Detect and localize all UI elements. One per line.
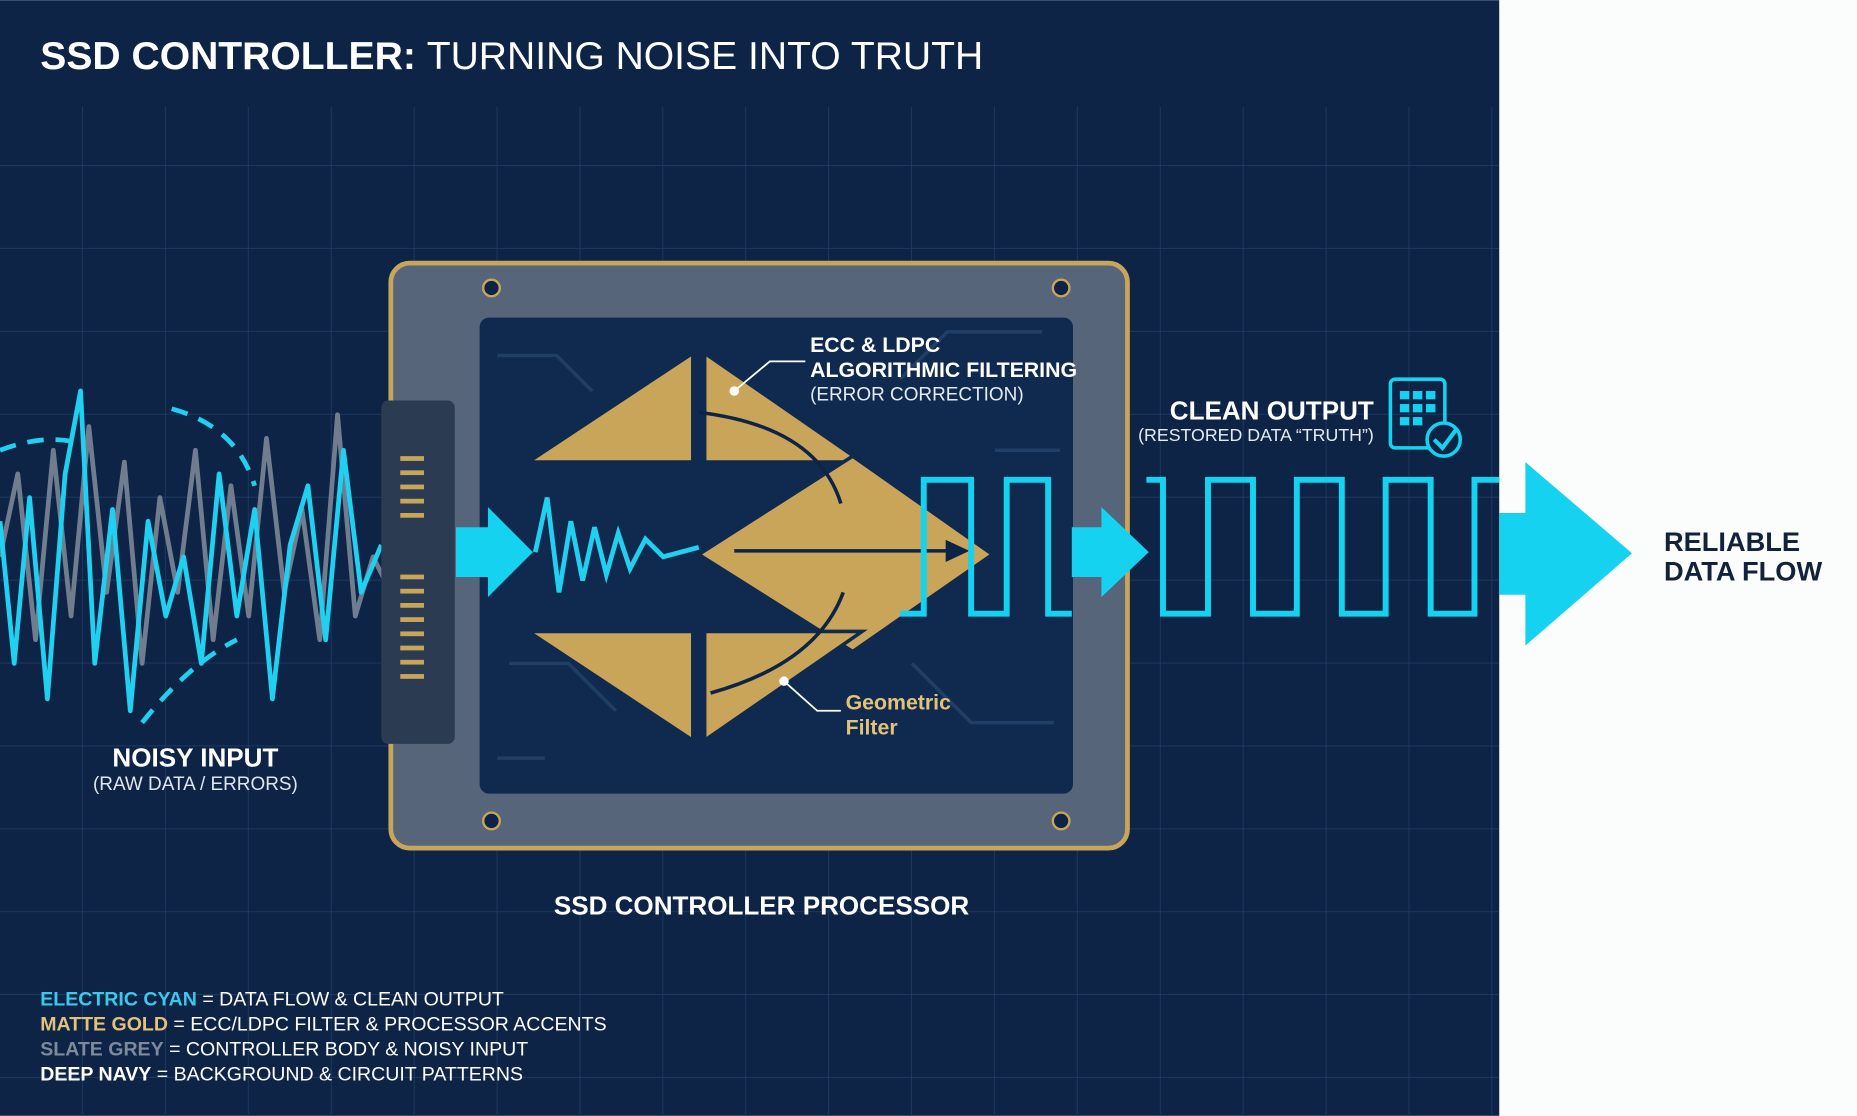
filtered-waveform bbox=[532, 497, 700, 593]
geometric-label-line1: Geometric bbox=[846, 691, 951, 715]
legend-key: DEEP NAVY bbox=[40, 1063, 151, 1085]
input-arrow bbox=[455, 507, 533, 598]
clean-output-label: CLEAN OUTPUT bbox=[1170, 395, 1374, 425]
geometric-filter bbox=[522, 349, 996, 744]
sata-connector bbox=[381, 400, 455, 744]
ecc-label-line3: (ERROR CORRECTION) bbox=[810, 384, 1024, 405]
legend-key: ELECTRIC CYAN bbox=[40, 989, 197, 1011]
legend-item: SLATE GREY = CONTROLLER BODY & NOISY INP… bbox=[40, 1038, 528, 1060]
legend-item: DEEP NAVY = BACKGROUND & CIRCUIT PATTERN… bbox=[40, 1063, 523, 1085]
color-legend: ELECTRIC CYAN = DATA FLOW & CLEAN OUTPUT… bbox=[40, 989, 606, 1086]
ecc-label-line2: ALGORITHMIC FILTERING bbox=[810, 358, 1077, 382]
noisy-input-sub: (RAW DATA / ERRORS) bbox=[93, 774, 298, 795]
legend-item: ELECTRIC CYAN = DATA FLOW & CLEAN OUTPUT bbox=[40, 989, 504, 1011]
legend-item: MATTE GOLD = ECC/LDPC FILTER & PROCESSOR… bbox=[40, 1014, 606, 1036]
legend-key: SLATE GREY bbox=[40, 1038, 163, 1060]
clean-square-wave bbox=[1146, 476, 1500, 617]
legend-desc: = DATA FLOW & CLEAN OUTPUT bbox=[202, 989, 504, 1011]
noisy-waveform bbox=[0, 388, 393, 725]
legend-desc: = BACKGROUND & CIRCUIT PATTERNS bbox=[157, 1063, 523, 1085]
filter-arrows bbox=[698, 410, 970, 695]
ecc-callout-line bbox=[733, 360, 806, 392]
ecc-label-line1: ECC & LDPC bbox=[810, 333, 940, 357]
legend-desc: = CONTROLLER BODY & NOISY INPUT bbox=[169, 1038, 528, 1060]
geometric-callout-line bbox=[783, 680, 841, 712]
ecc-callout-dot bbox=[729, 386, 740, 396]
page-title-bold: SSD CONTROLLER: bbox=[40, 35, 416, 78]
connector-pins bbox=[400, 456, 424, 679]
geometric-label-line2: Filter bbox=[846, 715, 898, 739]
output-arrow bbox=[1499, 462, 1632, 646]
reliable-label-line1: RELIABLE bbox=[1664, 526, 1800, 557]
legend-key: MATTE GOLD bbox=[40, 1014, 168, 1036]
noisy-input-label: NOISY INPUT bbox=[112, 742, 278, 772]
legend-desc: = ECC/LDPC FILTER & PROCESSOR ACCENTS bbox=[173, 1014, 606, 1036]
clean-output-sub: (RESTORED DATA “TRUTH”) bbox=[1138, 425, 1374, 445]
clean-square-wave-inner bbox=[900, 476, 1072, 617]
middle-arrow bbox=[1071, 507, 1149, 598]
data-checkmark-icon bbox=[1388, 377, 1463, 458]
screw-holes bbox=[482, 278, 1071, 831]
page-title-rest: TURNING NOISE INTO TRUTH bbox=[427, 35, 984, 78]
page-title: SSD CONTROLLER: TURNING NOISE INTO TRUTH bbox=[40, 35, 983, 78]
processor-label: SSD CONTROLLER PROCESSOR bbox=[554, 890, 970, 920]
reliable-label-line2: DATA FLOW bbox=[1664, 556, 1823, 587]
geometric-callout-dot bbox=[779, 676, 789, 686]
circuit-traces bbox=[497, 330, 1060, 760]
